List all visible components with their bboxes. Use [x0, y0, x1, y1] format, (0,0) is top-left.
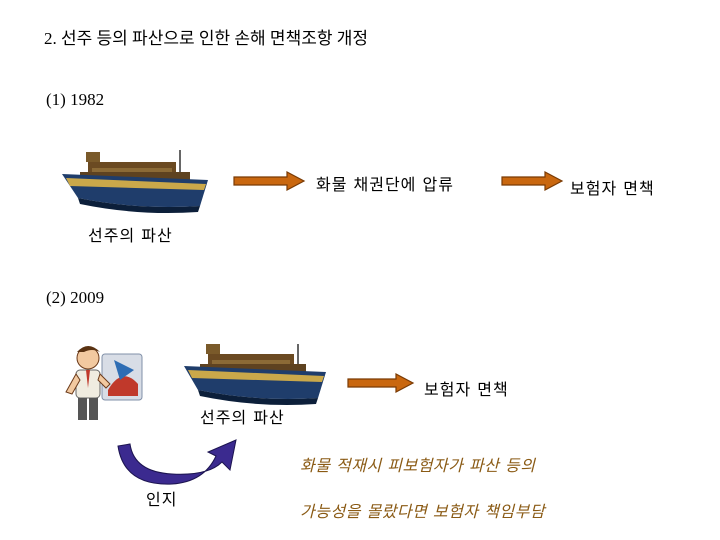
curved-arrow-icon	[117, 439, 237, 485]
cargo-ship-icon	[62, 150, 208, 213]
arrow-right-icon	[233, 171, 306, 191]
note-line-1: 화물 적재시 피보험자가 파산 등의	[300, 456, 536, 475]
step-label-seizure: 화물 채권단에 압류	[316, 175, 454, 194]
section-2-heading: (2) 2009	[46, 288, 105, 307]
step-label-exemption: 보험자 면책	[570, 179, 655, 198]
note-line-2: 가능성을 몰랐다면 보험자 책임부담	[300, 502, 546, 521]
cargo-ship-icon	[184, 344, 326, 405]
result-label-exemption: 보험자 면책	[424, 380, 509, 399]
cycle-label-awareness: 인지	[146, 490, 178, 509]
arrow-right-icon	[347, 373, 415, 393]
arrow-right-icon	[501, 171, 564, 191]
section-1-heading: (1) 1982	[46, 90, 105, 109]
ship-caption-2: 선주의 파산	[200, 408, 285, 427]
slide-title: 2. 선주 등의 파산으로 인한 손해 면책조항 개정	[44, 29, 369, 48]
ship-caption-1: 선주의 파산	[88, 226, 173, 245]
insured-person-icon	[65, 346, 143, 420]
